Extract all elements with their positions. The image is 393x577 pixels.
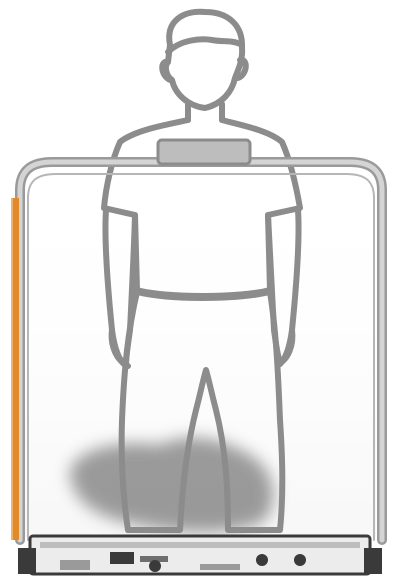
base-unit xyxy=(18,536,382,574)
sensor-plate xyxy=(158,140,250,164)
base-button-right-icon xyxy=(294,554,306,566)
head-outline xyxy=(166,12,242,108)
base-button-left-icon xyxy=(256,554,268,566)
base-knob-icon xyxy=(149,560,161,572)
base-connector-port xyxy=(110,552,134,564)
